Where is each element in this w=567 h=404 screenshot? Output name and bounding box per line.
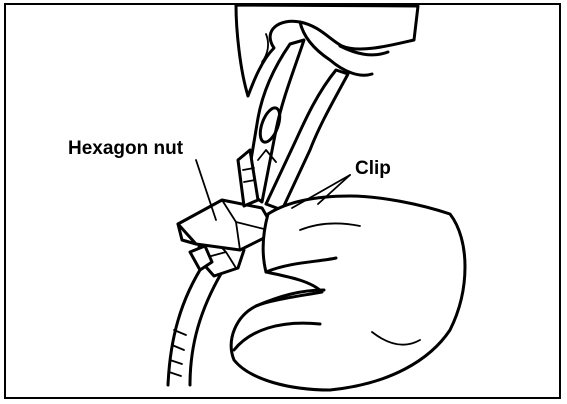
clip-bracket xyxy=(178,200,276,250)
lower-hand xyxy=(231,196,465,390)
hexagon-nut-label: Hexagon nut xyxy=(68,138,183,160)
hose xyxy=(168,262,222,385)
clip-label: Clip xyxy=(355,158,391,180)
